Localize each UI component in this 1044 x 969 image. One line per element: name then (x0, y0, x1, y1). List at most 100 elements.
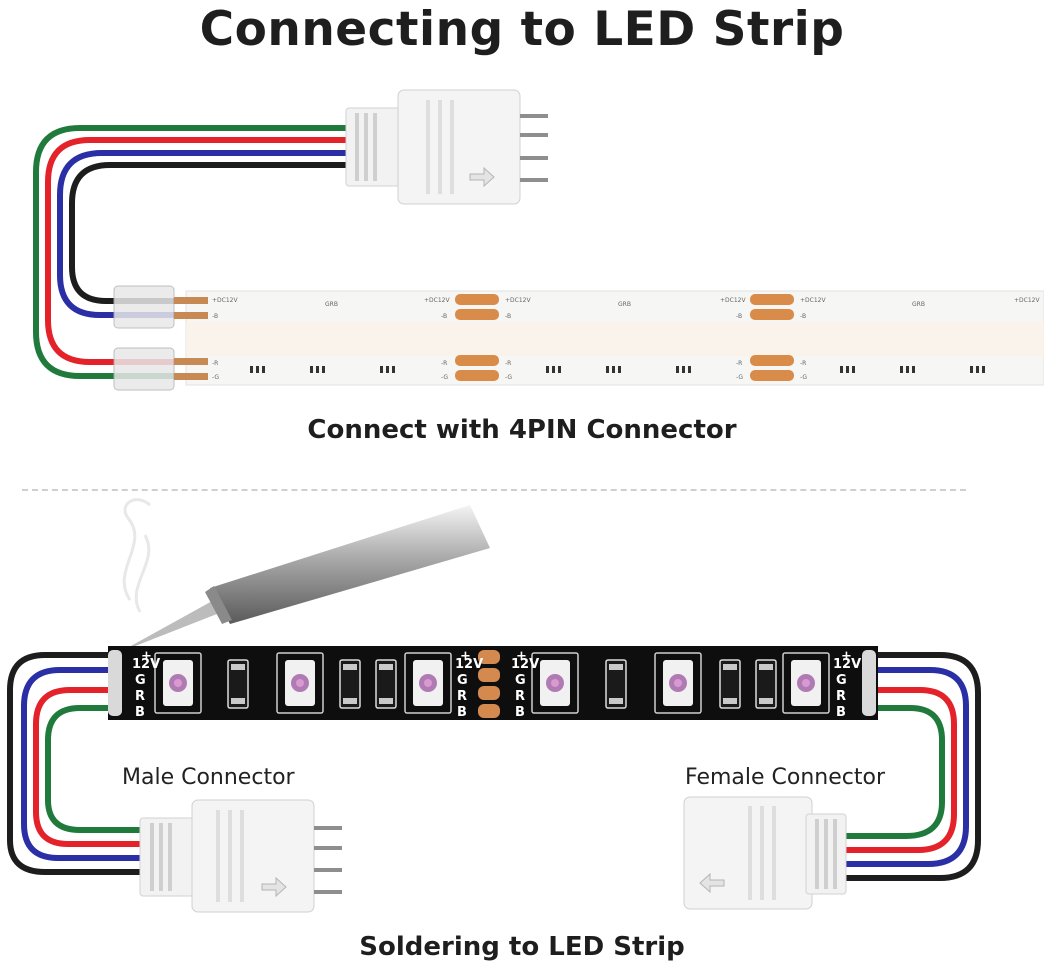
cob-chip (900, 366, 903, 373)
female-connector (683, 796, 847, 910)
pcb-label-g: -G (505, 374, 512, 381)
female-connector-label: Female Connector (685, 765, 886, 790)
smd-led (276, 652, 324, 714)
cob-chip (256, 366, 259, 373)
arrow-left-icon (699, 872, 725, 894)
pad-label-g: G (135, 673, 146, 688)
cob-chip (906, 366, 909, 373)
arrow-right-icon (261, 876, 287, 898)
cob-chips (250, 366, 985, 373)
pcb-label-dc12v: +DC12V (505, 297, 531, 304)
smd-resistor (719, 659, 741, 709)
wires-section2-right (837, 652, 981, 881)
cob-chip (262, 366, 265, 373)
pcb-label-grb: GRB (618, 301, 631, 308)
strip-copper-pads (108, 650, 876, 718)
arrow-right-icon (469, 166, 495, 188)
pcb-label-r: -R (800, 360, 806, 367)
pcb-label-b: -B (212, 313, 218, 320)
pad-label-12v: 12V (511, 657, 539, 672)
male-connector-top (345, 89, 548, 205)
cob-chip (676, 366, 679, 373)
pad-label-plus: + (141, 649, 152, 664)
main-title: Connecting to LED Strip (199, 2, 845, 57)
pcb-label-g: -G (212, 374, 219, 381)
pad-label-12v: 12V (455, 657, 483, 672)
cob-strip: +DC12V -B -R -G +DC12V +DC12V -B -B -R -… (185, 290, 1044, 386)
cob-chip (840, 366, 843, 373)
clip-connector-bottom (113, 347, 208, 391)
cob-chip (606, 366, 609, 373)
soldering-iron-icon (120, 505, 490, 652)
rgb-led-strip: + 12V G R B + 12V G R B + 12V G R B + 12… (108, 646, 878, 720)
smd-led (782, 652, 830, 714)
pcb-label-g: -G (441, 374, 448, 381)
pcb-label-r: -R (441, 360, 447, 367)
pcb-label-b: -B (441, 313, 447, 320)
cob-copper-pad (750, 309, 794, 320)
cob-chip (618, 366, 621, 373)
clip-connector-top (113, 285, 208, 329)
pad-labels-right: + 12V G R B (833, 649, 861, 720)
pcb-label-dc12v: +DC12V (720, 297, 746, 304)
pcb-label-r: -R (736, 360, 742, 367)
pad-label-b: B (135, 705, 145, 720)
smd-resistor (755, 659, 777, 709)
section-divider (22, 489, 966, 491)
pad-label-g: G (515, 673, 526, 688)
cob-chip (612, 366, 615, 373)
pad-label-12v: 12V (132, 657, 160, 672)
cob-chip (912, 366, 915, 373)
pcb-label-b: -B (800, 313, 806, 320)
cob-chip (688, 366, 691, 373)
pad-label-plus: + (460, 649, 471, 664)
cob-chip (970, 366, 973, 373)
pcb-label-r: -R (505, 360, 511, 367)
smd-led (404, 652, 452, 714)
smd-resistor (375, 659, 397, 709)
pcb-label-g: -G (736, 374, 743, 381)
section1-caption: Connect with 4PIN Connector (307, 415, 737, 445)
cob-copper-pad (750, 294, 794, 305)
pad-label-r: R (135, 689, 145, 704)
smd-resistor (339, 659, 361, 709)
cob-chip (310, 366, 313, 373)
pad-label-r: R (457, 689, 467, 704)
cob-copper-pads (455, 294, 794, 381)
pad-label-g: G (457, 673, 468, 688)
cob-chip (250, 366, 253, 373)
cob-chip (682, 366, 685, 373)
male-connector-bottom (139, 799, 342, 913)
strip-leds (154, 652, 830, 714)
cob-chip (322, 366, 325, 373)
pad-label-b: B (515, 705, 525, 720)
cob-chip (558, 366, 561, 373)
pad-label-r: R (515, 689, 525, 704)
smd-led (154, 652, 202, 714)
pad-label-b: B (836, 705, 846, 720)
smd-resistor (605, 659, 627, 709)
cob-chip (846, 366, 849, 373)
cob-chip (380, 366, 383, 373)
pad-label-12v: 12V (833, 657, 861, 672)
cob-copper-pad (750, 355, 794, 366)
smd-led (654, 652, 702, 714)
pcb-label-dc12v: +DC12V (424, 297, 450, 304)
cob-chip (852, 366, 855, 373)
section2-caption: Soldering to LED Strip (359, 932, 685, 962)
cob-chip (316, 366, 319, 373)
pcb-label-g: -G (800, 374, 807, 381)
pcb-label-grb: GRB (912, 301, 925, 308)
pcb-label-b: -B (736, 313, 742, 320)
pad-label-plus: + (516, 649, 527, 664)
cob-copper-pad (750, 370, 794, 381)
pad-label-plus: + (841, 649, 852, 664)
cob-copper-pad (455, 309, 499, 320)
pad-labels-left: + 12V G R B (132, 649, 160, 720)
pcb-label-b: -B (505, 313, 511, 320)
pad-label-g: G (836, 673, 847, 688)
male-connector-label: Male Connector (122, 765, 295, 790)
cob-copper-pad (455, 370, 499, 381)
pcb-label-dc12v: +DC12V (1014, 297, 1040, 304)
